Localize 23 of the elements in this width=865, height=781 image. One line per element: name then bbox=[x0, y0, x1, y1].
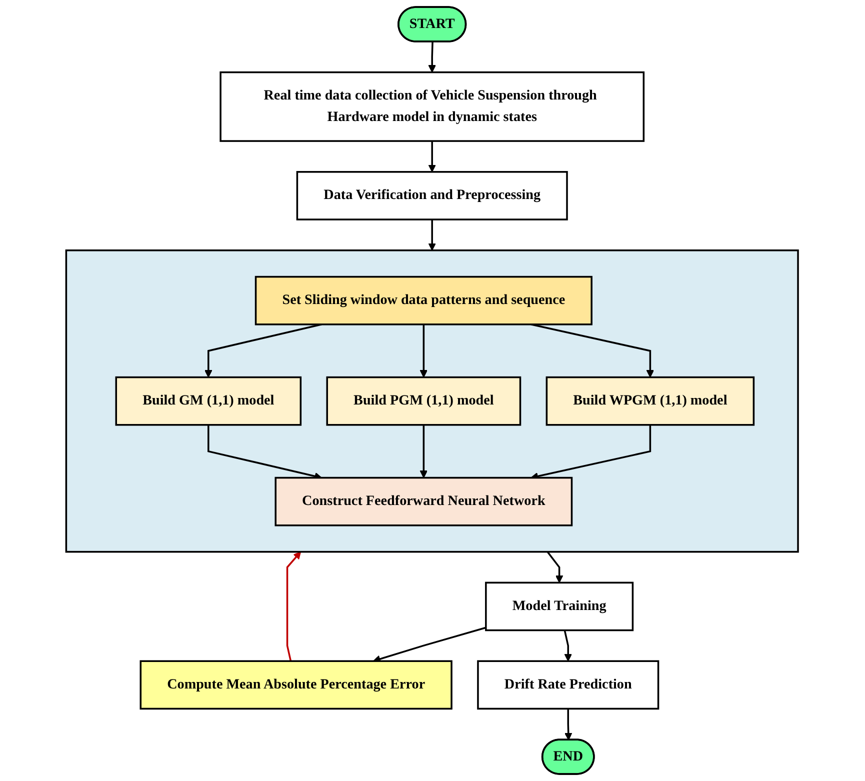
node-box: Construct Feedforward Neural Network bbox=[275, 476, 574, 526]
node-box: Model Training bbox=[485, 582, 634, 632]
arrow bbox=[204, 324, 322, 378]
arrow bbox=[531, 324, 654, 378]
node-box: Compute Mean Absolute Percentage Error bbox=[140, 660, 453, 710]
node-box: Drift Rate Prediction bbox=[477, 660, 660, 710]
node-box: Set Sliding window data patterns and sequence bbox=[255, 276, 593, 326]
arrow bbox=[420, 424, 428, 478]
arrow bbox=[420, 324, 428, 378]
arrow bbox=[373, 626, 487, 663]
node-box: Build PGM (1,1) model bbox=[326, 376, 522, 426]
arrow bbox=[428, 141, 436, 172]
node-box: Real time data collection of Vehicle Suspension through Hardware model in dynamic states bbox=[220, 71, 645, 142]
node-box: Build WPGM (1,1) model bbox=[546, 376, 755, 426]
arrow bbox=[428, 42, 436, 73]
node-box: Data Verification and Preprocessing bbox=[296, 171, 568, 220]
arrow bbox=[564, 630, 572, 662]
node-box: Build GM (1,1) model bbox=[116, 376, 302, 426]
arrow bbox=[547, 551, 564, 584]
arrow bbox=[286, 551, 302, 662]
arrow bbox=[564, 708, 573, 740]
arrow bbox=[428, 220, 436, 251]
cluster bbox=[66, 249, 800, 553]
